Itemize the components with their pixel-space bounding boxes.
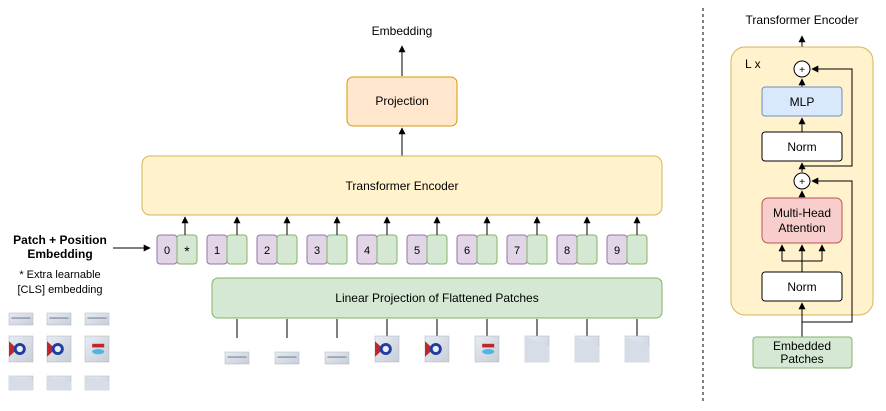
image-patch: [574, 335, 600, 363]
position-index-label: 5: [414, 245, 420, 257]
position-index-label: 1: [214, 245, 220, 257]
image-patch: [624, 335, 650, 363]
image-patch: [224, 351, 250, 365]
patch-position-label-line2: Embedding: [27, 247, 92, 261]
norm-box-lower: [761, 271, 843, 302]
linear-projection-box: [211, 277, 663, 319]
image-patch: [84, 375, 110, 391]
position-index-label: 8: [564, 245, 570, 257]
position-index-label: 2: [264, 245, 270, 257]
add-node-top: [793, 60, 811, 78]
image-patch: [84, 312, 110, 326]
extra-note-line2: [CLS] embedding: [18, 284, 103, 296]
attention-label-line2: Attention: [778, 221, 825, 235]
norm-box-upper: [761, 131, 843, 162]
patch-embedding-token: [226, 234, 248, 265]
transformer-encoder-box: [141, 155, 663, 216]
add-node-middle-symbol: +: [799, 177, 805, 188]
patch-embedding-token: [626, 234, 648, 265]
repeat-label: L x: [745, 57, 761, 71]
image-patch: [8, 312, 34, 326]
encoder-detail-title: Transformer Encoder: [746, 13, 859, 27]
position-index-label: 9: [614, 245, 620, 257]
residual-connection-lower: [802, 177, 853, 323]
mlp-box: [761, 86, 843, 117]
image-patch: [324, 351, 350, 365]
position-index-label: 0: [164, 245, 170, 257]
patch-input-lines: [236, 319, 638, 338]
image-patch-grid: [8, 312, 110, 391]
norm-label-upper: Norm: [787, 140, 816, 154]
image-patch: [374, 335, 400, 363]
linear-projection-label: Linear Projection of Flattened Patches: [335, 291, 538, 305]
patch-embedding-token: [276, 234, 298, 265]
image-patch: [46, 375, 72, 391]
image-patch: [474, 335, 500, 363]
embedding-output-label: Embedding: [372, 24, 433, 38]
patch-position-label-line1: Patch + Position: [13, 233, 107, 247]
image-patch: [46, 335, 72, 363]
embedded-patches-box: [752, 336, 853, 369]
patch-embedding-token: [576, 234, 598, 265]
projection-label: Projection: [375, 94, 428, 108]
attention-label-line1: Multi-Head: [773, 206, 831, 220]
projection-box: [346, 76, 458, 127]
extra-note-line1: * Extra learnable: [19, 269, 100, 281]
image-patch: [424, 335, 450, 363]
image-patch: [46, 312, 72, 326]
cls-token: [176, 234, 198, 265]
norm-label-lower: Norm: [787, 280, 816, 294]
cls-marker: *: [184, 243, 190, 259]
image-patch: [84, 335, 110, 363]
add-node-top-symbol: +: [799, 65, 805, 76]
image-patch: [524, 335, 550, 363]
residual-connection-upper: [802, 65, 853, 167]
embedded-patches-line1: Embedded: [773, 339, 831, 353]
embedded-patches-line2: Patches: [780, 352, 823, 366]
mlp-label: MLP: [790, 95, 815, 109]
patch-embedding-token: [326, 234, 348, 265]
transformer-encoder-label: Transformer Encoder: [346, 179, 459, 193]
image-patch: [8, 375, 34, 391]
attention-box: [761, 197, 843, 244]
patch-embedding-token: [526, 234, 548, 265]
image-patch: [274, 351, 300, 365]
patch-embedding-token: [376, 234, 398, 265]
add-node-middle: [793, 172, 811, 190]
token-sequence: 0 * 1 2 3 4 5 6 7 8 9: [156, 216, 648, 265]
patch-embedding-token: [426, 234, 448, 265]
flattened-patch-images: [224, 335, 650, 365]
image-patch: [8, 335, 34, 363]
position-index-label: 6: [464, 245, 470, 257]
position-index-label: 7: [514, 245, 520, 257]
position-index-label: 3: [314, 245, 320, 257]
patch-embedding-token: [476, 234, 498, 265]
position-index-label: 4: [364, 245, 370, 257]
